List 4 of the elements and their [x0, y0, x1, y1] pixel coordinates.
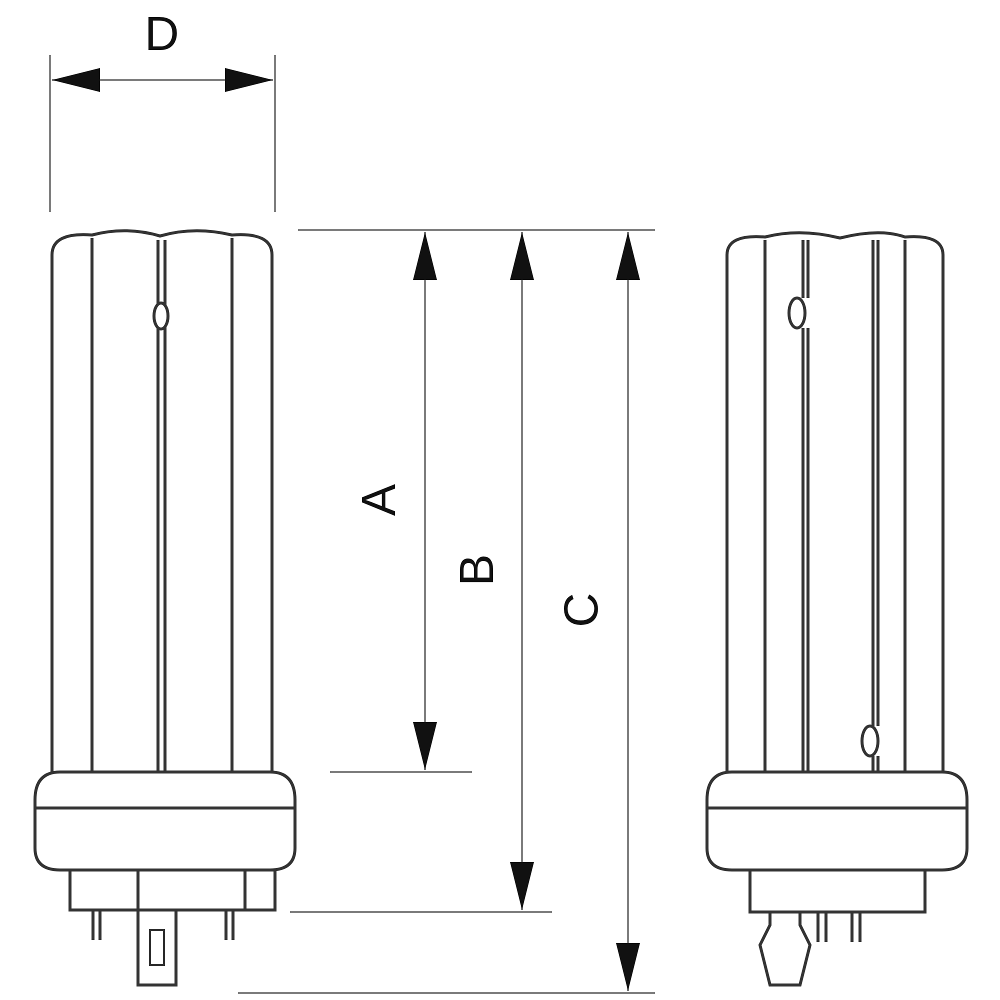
dimension-label: A	[356, 484, 404, 516]
dimension-label: C	[558, 592, 606, 628]
dimension-label: D	[144, 11, 180, 59]
dimension-label: B	[454, 554, 502, 586]
